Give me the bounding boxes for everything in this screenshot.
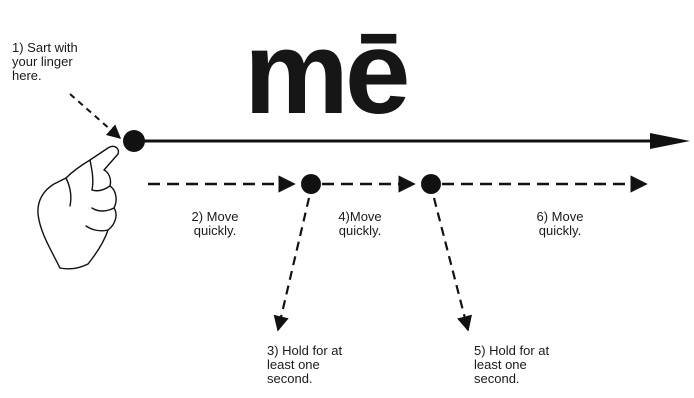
word-vowel: ē (345, 7, 407, 139)
step-6-line-2: quickly. (525, 224, 595, 238)
step-1-line-2: your linger (12, 55, 78, 69)
stop-dot-icon (421, 174, 441, 194)
pronunciation-word: mē (244, 14, 407, 132)
step-4-line-2: quickly. (325, 224, 395, 238)
stop-dot-icon (301, 174, 321, 194)
step-2-label: 2) Move quickly. (180, 210, 250, 238)
step-1-label: 1) Sart with your linger here. (12, 41, 78, 83)
start-dot-icon (123, 130, 145, 152)
step-5-label: 5) Hold for at least one second. (474, 344, 549, 386)
timeline-arrowhead (650, 133, 690, 149)
step-5-line-3: second. (474, 372, 549, 386)
step-1-line-3: here. (12, 69, 78, 83)
step-3-label: 3) Hold for at least one second. (267, 344, 342, 386)
step-2-line-2: quickly. (180, 224, 250, 238)
hold-arrow-2 (434, 198, 468, 330)
start-pointer-arrow (70, 94, 120, 138)
step-3-line-2: least one (267, 358, 342, 372)
step-5-line-2: least one (474, 358, 549, 372)
step-3-line-1: 3) Hold for at (267, 344, 342, 358)
step-4-line-1: 4)Move (325, 210, 395, 224)
step-4-label: 4)Move quickly. (325, 210, 395, 238)
step-6-label: 6) Move quickly. (525, 210, 595, 238)
step-2-line-1: 2) Move (180, 210, 250, 224)
step-5-line-1: 5) Hold for at (474, 344, 549, 358)
pointing-finger-hand-icon (38, 146, 118, 268)
step-1-line-1: 1) Sart with (12, 41, 78, 55)
word-consonant: m (244, 7, 345, 139)
step-6-line-1: 6) Move (525, 210, 595, 224)
step-3-line-3: second. (267, 372, 342, 386)
hold-arrow-1 (278, 198, 309, 330)
